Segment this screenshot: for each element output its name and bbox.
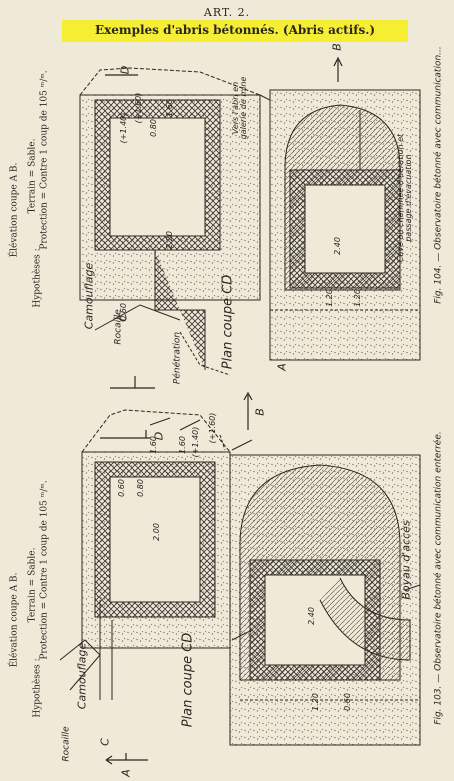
fig103-elevation-label: Élévation coupe A B. xyxy=(9,572,20,668)
fig103-hypotheses-label: Hypothèses : xyxy=(32,658,43,718)
fig104-elevation-label: Élévation coupe A B. xyxy=(9,162,20,258)
fig104-dim: 2.40 xyxy=(333,237,342,255)
fig104-terrain: Terrain = Sable. xyxy=(27,138,38,214)
article-number: ART. 2. xyxy=(203,6,251,19)
fig103-marker-c: C xyxy=(98,738,112,746)
fig104-dim: 2.20 xyxy=(165,231,174,249)
fig104-dim: 1.20 xyxy=(325,289,334,307)
fig103-terrain: Terrain = Sable. xyxy=(27,547,38,623)
title-highlight: Exemples d'abris bétonnés. (Abris actifs… xyxy=(62,20,408,42)
fig104-dim: 1.60 xyxy=(165,99,174,117)
fig104-dim: 0.60 xyxy=(119,303,128,321)
fig104-marker-b: B xyxy=(330,43,344,51)
fig104-dim: (+1.40) xyxy=(119,112,128,144)
fig104-camouflage-label: Camouflage xyxy=(82,262,96,330)
fig103-dim: 0.60 xyxy=(117,479,126,497)
fig104-dim: 1.20 xyxy=(353,289,362,307)
fig103-protection: Protection = Contre 1 coup de 105 ᵐ/ᵐ. xyxy=(39,480,50,660)
fig104-dim: (+1.60) xyxy=(134,92,143,124)
fig104-plan-label: Plan coupe CD xyxy=(220,274,236,370)
fig103-plan xyxy=(229,454,421,746)
fig103-caption: Fig. 103. — Observatoire bétonné avec co… xyxy=(433,431,444,725)
fig103-marker-a: A xyxy=(119,769,133,777)
fig104-marker-a: A xyxy=(275,363,289,371)
fig103-dim: 1.60 xyxy=(149,436,158,454)
fig103-marker-b: B xyxy=(253,408,267,416)
fig103-elevation xyxy=(59,409,253,700)
fig104-dim: 0.80 xyxy=(149,119,158,137)
fig104-elevation xyxy=(79,67,271,376)
fig103-dim: 1.20 xyxy=(311,693,320,711)
fig104-galerie-label: Vers l'abri en galerie de mine xyxy=(231,76,248,140)
fig104-plan xyxy=(269,89,421,361)
fig103-plan-label: Plan coupe CD xyxy=(180,632,196,728)
fig103-dim: 2.40 xyxy=(307,607,316,625)
fig103-rocaille-label: Rocaille xyxy=(61,726,72,762)
fig103-dim: (+1.40) xyxy=(191,426,200,458)
fig104-marker-d: D xyxy=(118,65,132,75)
fig103-dim: 0.80 xyxy=(136,479,145,497)
fig104-caption: Fig. 104. — Observatoire bétonné avec co… xyxy=(433,46,444,304)
page-title: Exemples d'abris bétonnés. (Abris actifs… xyxy=(94,23,376,37)
fig103-dim: 2.00 xyxy=(152,523,161,541)
fig103-dim: 0.60 xyxy=(343,693,352,711)
fig103-boyau-label: Boyau d'accès xyxy=(399,520,413,600)
fig103-camouflage-label: Camouflage xyxy=(75,642,89,710)
fig104-penetration-label: Pénétration xyxy=(172,331,183,385)
fig103-dim: (+1.60) xyxy=(208,412,217,444)
fig103-dim: 1.60 xyxy=(178,436,187,454)
fig104-cave-label: Cave ou cheminée d'aération et passage d… xyxy=(396,133,413,263)
fig104-hypotheses-label: Hypothèses : xyxy=(32,248,43,308)
fig104-protection: Protection = Contre 1 coup de 105 ᵐ/ᵐ. xyxy=(39,70,50,250)
